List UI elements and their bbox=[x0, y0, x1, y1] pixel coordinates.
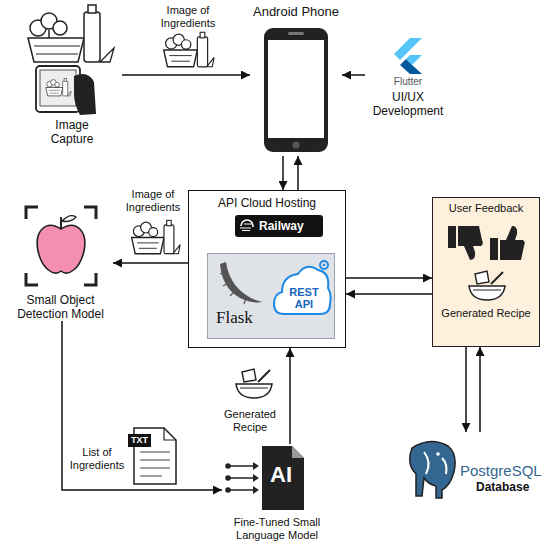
edge-label: Image of Ingredients bbox=[120, 188, 186, 214]
node-label: API Cloud Hosting bbox=[189, 196, 345, 210]
flutter-logo bbox=[392, 38, 424, 74]
recipe-icon bbox=[236, 369, 272, 398]
detection-model: Small Object Detection Model bbox=[8, 205, 113, 321]
node-label: Generated Recipe bbox=[433, 307, 539, 320]
flow-arrow bbox=[289, 348, 291, 444]
node-label: PostgreSQL bbox=[460, 462, 550, 480]
phone-illustration bbox=[262, 26, 330, 154]
node-label: Railway bbox=[259, 215, 323, 237]
node-label: Small Object Detection Model bbox=[8, 293, 113, 321]
flow-arrow bbox=[346, 293, 432, 295]
edge-label: List of Ingredients bbox=[68, 446, 126, 472]
flow-arrow bbox=[346, 277, 432, 279]
flask-logo bbox=[216, 258, 268, 308]
feedback-thumbs bbox=[446, 218, 528, 266]
flow-arrow bbox=[297, 156, 299, 190]
node-label: Image Capture bbox=[42, 118, 102, 146]
flow-arrow bbox=[122, 74, 250, 76]
capture-illustration bbox=[22, 4, 122, 116]
railway-logo bbox=[239, 218, 255, 234]
flow-arrow bbox=[282, 156, 284, 190]
node-label: AI bbox=[270, 462, 302, 488]
edge-label: Image of Ingredients bbox=[148, 4, 228, 30]
node-label: REST API bbox=[286, 286, 322, 310]
node-label: UI/UX Development bbox=[365, 90, 451, 118]
recipe-icon bbox=[467, 270, 507, 302]
ingredients-icon bbox=[164, 32, 214, 67]
detection-icon bbox=[24, 205, 98, 287]
file-tag: TXT bbox=[128, 434, 151, 447]
postgresql-logo bbox=[402, 438, 460, 502]
node-label: Database bbox=[476, 480, 550, 495]
node-label: Android Phone bbox=[250, 4, 342, 20]
framework-node: FlutterUI/UX Development bbox=[365, 38, 451, 118]
node-label: Fine-Tuned Small Language Model bbox=[222, 516, 332, 542]
node-label: Flask bbox=[216, 308, 334, 328]
capture-step: Image Capture bbox=[22, 4, 122, 146]
hosting-box: Railway FlaskREST API API Cloud Hosting bbox=[188, 190, 346, 348]
flow-arrow bbox=[342, 74, 365, 76]
framework-panel: FlaskREST API bbox=[207, 253, 335, 339]
language-model: AI Fine-Tuned Small Language Model bbox=[222, 444, 332, 542]
database-node: PostgreSQLDatabase bbox=[402, 432, 550, 495]
flow-arrow bbox=[113, 262, 188, 264]
flow-arrow bbox=[465, 347, 467, 432]
platform-badge: Railway bbox=[235, 215, 323, 237]
node-label: User Feedback bbox=[433, 202, 539, 215]
edge-label: Generated Recipe bbox=[214, 408, 286, 434]
ingredients-icon bbox=[132, 220, 181, 253]
feedback-box: User FeedbackGenerated Recipe bbox=[432, 197, 540, 347]
node-label: Flutter bbox=[365, 76, 451, 88]
phone-device: Android Phone bbox=[250, 4, 342, 156]
flow-arrow bbox=[479, 347, 481, 432]
